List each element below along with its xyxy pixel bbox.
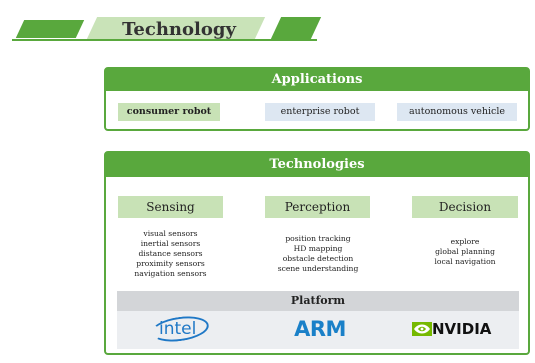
arm-logo: ARM (294, 317, 346, 341)
category-sensing: Sensing (118, 196, 223, 218)
list-item: visual sensors (143, 229, 198, 238)
technologies-panel (104, 151, 530, 355)
list-item: scene understanding (277, 264, 359, 273)
perception-list: position tracking HD mapping obstacle de… (262, 234, 374, 274)
nvidia-wordmark: NVIDIA (432, 320, 492, 338)
list-item: HD mapping (293, 244, 343, 253)
list-item: explore (450, 237, 480, 246)
list-item: inertial sensors (140, 239, 201, 248)
technologies-heading: Technologies (106, 153, 528, 177)
application-autonomous-vehicle: autonomous vehicle (397, 103, 517, 121)
platform-heading: Platform (117, 291, 519, 311)
list-item: position tracking (285, 234, 351, 243)
intel-logo: intel (149, 313, 211, 345)
banner-right-stripe (270, 17, 322, 39)
decision-list: explore global planning local navigation (410, 237, 520, 267)
intel-wordmark: intel (159, 319, 197, 339)
banner-underline (12, 39, 317, 41)
category-perception: Perception (265, 196, 370, 218)
list-item: obstacle detection (282, 254, 354, 263)
category-decision: Decision (412, 196, 518, 218)
page-title: Technology (122, 19, 236, 40)
list-item: global planning (435, 247, 495, 256)
nvidia-eye-icon (412, 322, 432, 336)
list-item: proximity sensors (136, 259, 205, 268)
application-consumer-robot: consumer robot (118, 103, 220, 121)
applications-heading: Applications (106, 69, 528, 91)
list-item: navigation sensors (134, 269, 207, 278)
application-enterprise-robot: enterprise robot (265, 103, 375, 121)
sensing-list: visual sensors inertial sensors distance… (118, 229, 223, 279)
applications-panel (104, 67, 530, 131)
banner-left-stripe (15, 20, 85, 38)
list-item: local navigation (434, 257, 496, 266)
list-item: distance sensors (138, 249, 203, 258)
